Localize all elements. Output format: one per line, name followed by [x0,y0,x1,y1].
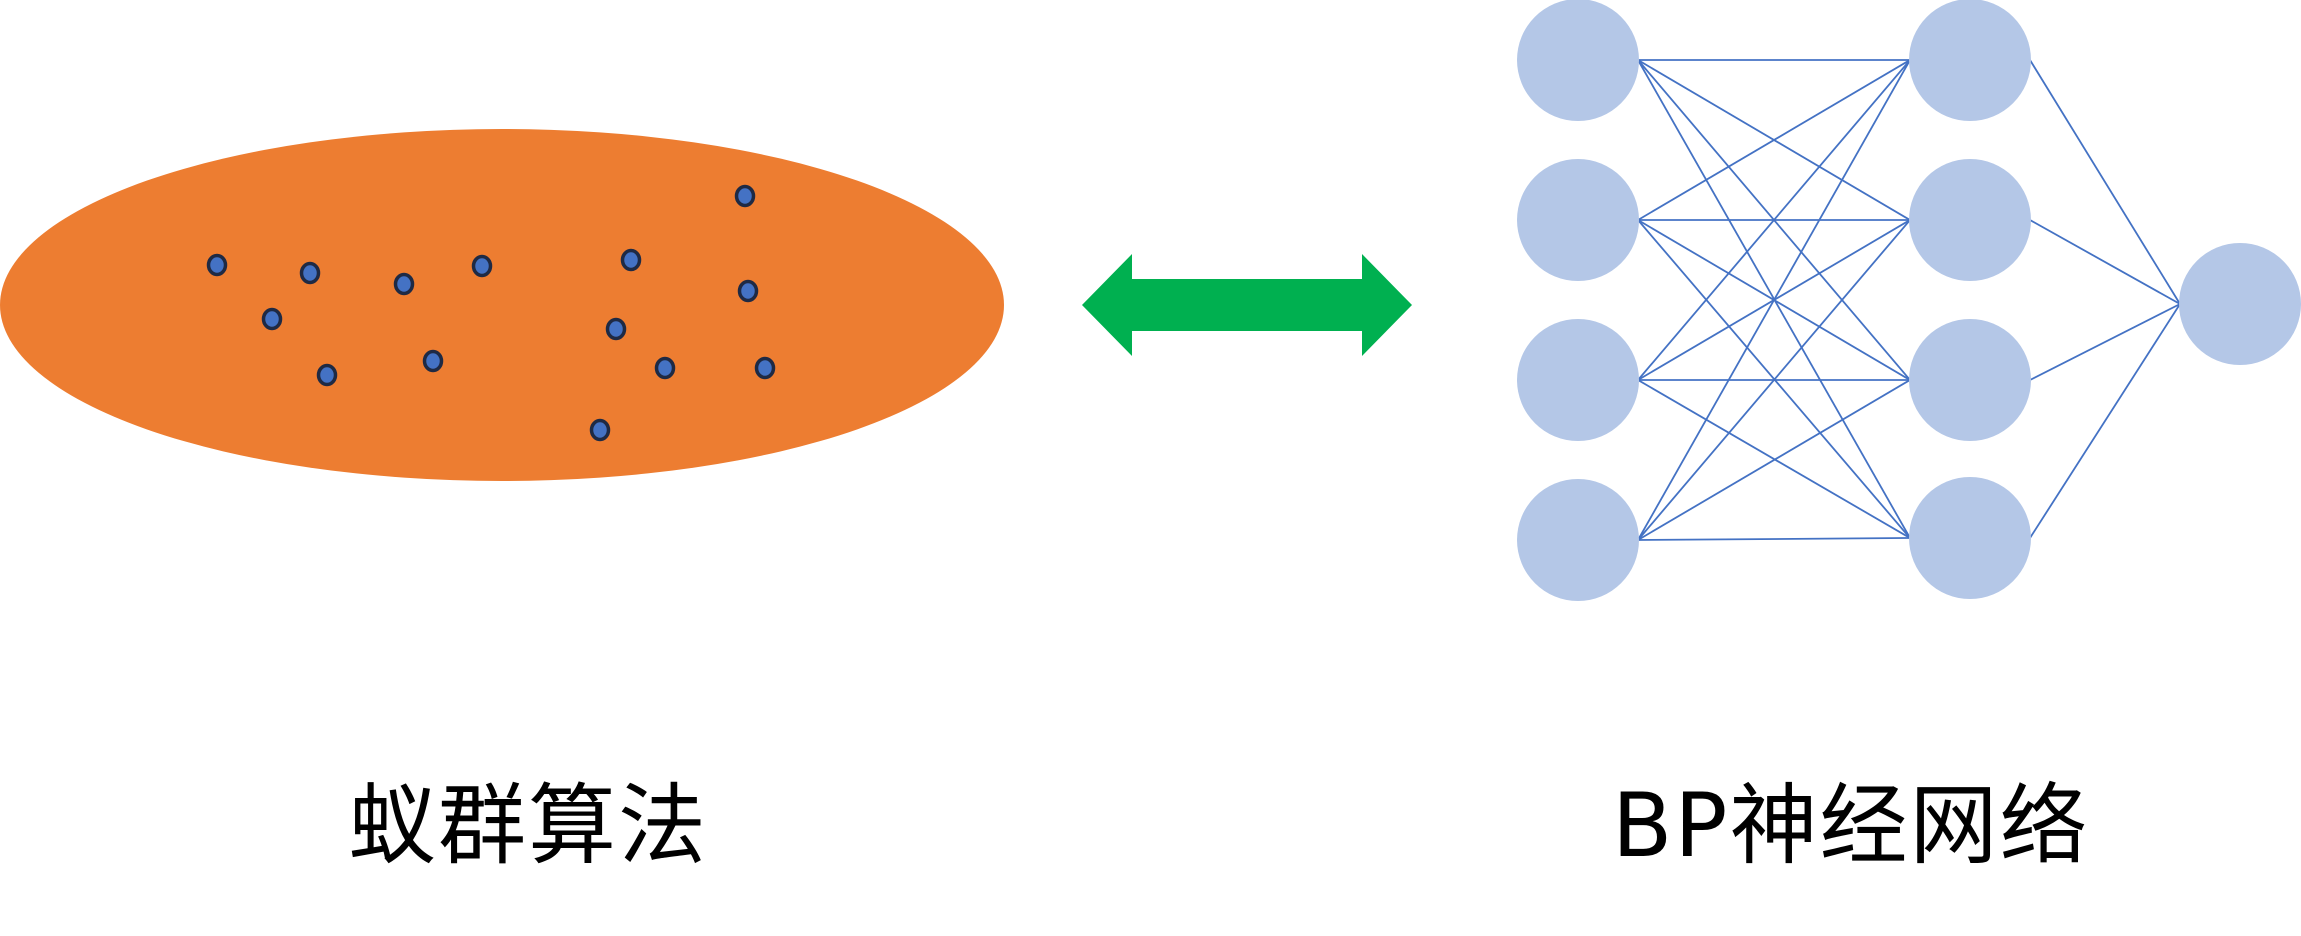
ant-dot [589,418,611,442]
ant-dot [737,279,759,303]
ant-dot [261,307,283,331]
ant-colony-label: 蚁群算法 [348,774,709,877]
ant-dot [471,254,493,278]
ant-dot [206,253,228,277]
ant-dot [734,184,756,208]
hidden-neuron [1909,0,2031,121]
connection-line [2029,303,2181,381]
ant-colony-region [0,129,1004,481]
network-neurons [1517,0,2301,601]
hidden-neuron [1909,159,2031,281]
connection-line [2029,303,2181,539]
ant-dot [620,248,642,272]
ant-dot [299,261,321,285]
connection-line [2029,219,2181,305]
ant-dot [605,317,627,341]
connection-line [1637,59,1911,381]
input-neuron [1517,0,1639,121]
ant-group [206,184,776,442]
connection-line [1637,537,1911,541]
ant-dot [422,349,444,373]
hidden-neuron [1909,477,2031,599]
output-neuron [2179,243,2301,365]
ant-dot [393,272,415,296]
ant-dot [754,356,776,380]
input-neuron [1517,159,1639,281]
input-neuron [1517,319,1639,441]
connection-line [1637,59,1911,221]
ant-dot [316,363,338,387]
connection-line [1637,59,1911,541]
connection-line [2029,59,2181,305]
connection-line [1637,379,1911,541]
network-connections [1637,59,2181,541]
double-headed-arrow-icon [1082,254,1412,356]
ant-dot [654,356,676,380]
input-neuron [1517,479,1639,601]
hidden-neuron [1909,319,2031,441]
bp-network-label: BP神经网络 [1612,774,2090,877]
connection-line [1637,219,1911,541]
